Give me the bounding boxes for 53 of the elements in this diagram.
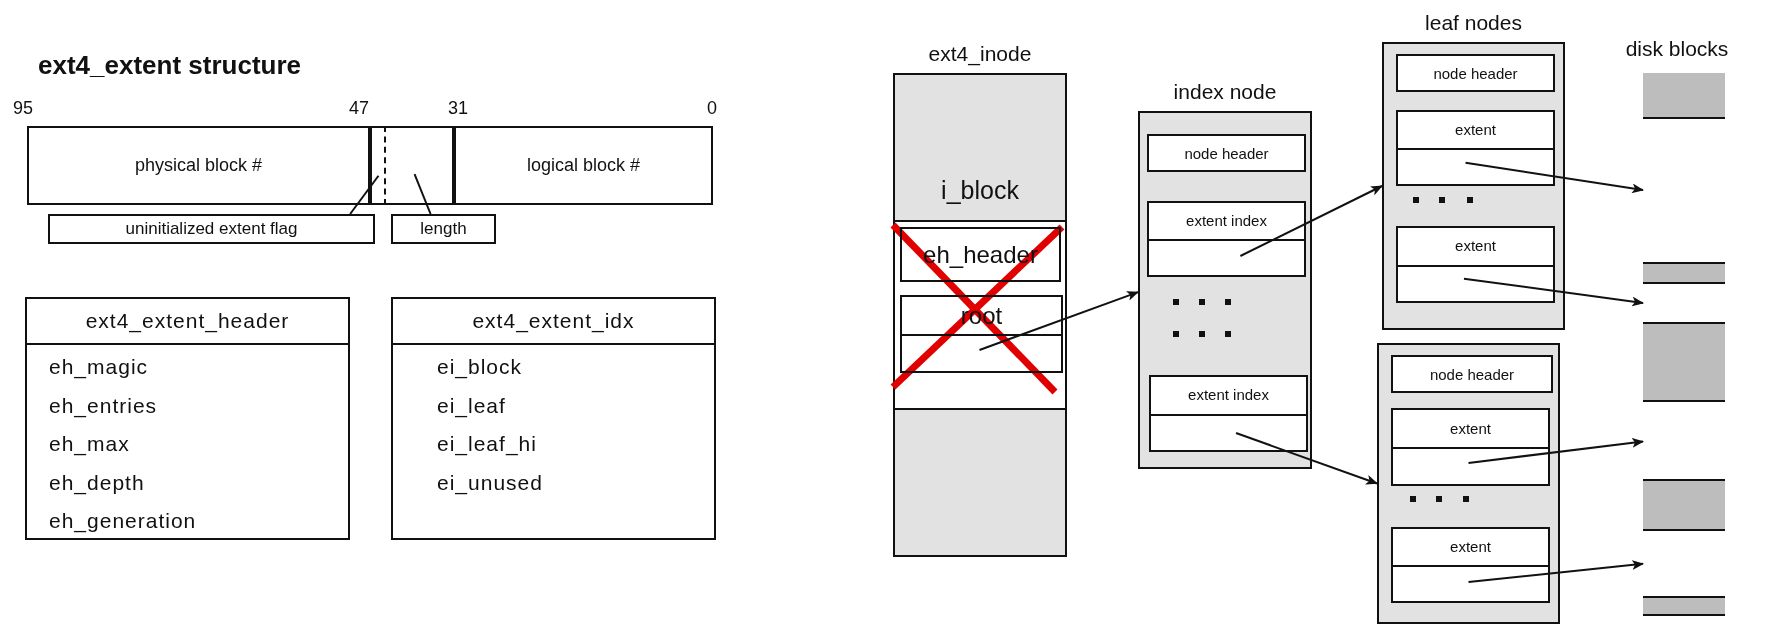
field-name: ei_block: [437, 355, 523, 379]
bit-number: 31: [448, 98, 469, 119]
arrow: [1462, 277, 1644, 307]
field-name: eh_entries: [49, 393, 158, 418]
bit-number: 95: [13, 98, 34, 119]
header-field: node header: [1396, 54, 1555, 92]
column-heading: index node: [1172, 79, 1278, 105]
leader-line: [349, 174, 380, 215]
leader-line: [413, 173, 432, 215]
disk-block: [1643, 598, 1725, 616]
struct-table: [391, 297, 716, 540]
field-name: eh_generation: [49, 509, 197, 533]
field-name: ei_unused: [437, 470, 543, 495]
table-header: ext4_extent_idx: [393, 299, 714, 345]
disk-block: [1643, 264, 1725, 284]
header-field: node header: [1147, 134, 1306, 172]
bit-field: [370, 126, 386, 205]
pointer-entry: extent index: [1149, 375, 1308, 452]
bit-field: physical block #: [27, 126, 370, 205]
column-heading: ext4_inode: [927, 41, 1033, 68]
disk-block: [1643, 73, 1725, 119]
arrow: [1467, 560, 1644, 583]
arrow: [1239, 185, 1383, 257]
field-name: ei_leaf: [437, 393, 506, 418]
column-heading: leaf nodes: [1424, 10, 1523, 36]
pointer-entry: extent: [1391, 408, 1550, 486]
pointer-entry: extent: [1391, 527, 1550, 603]
leaf-node-box: [1377, 343, 1560, 624]
disk-block: [1643, 324, 1725, 402]
header-field: node header: [1391, 355, 1553, 393]
pointer-entry: extent index: [1147, 201, 1306, 277]
field-name: eh_depth: [49, 470, 145, 495]
bit-number: 47: [349, 98, 370, 119]
field-label: i_block: [940, 174, 1020, 206]
column-heading: disk blocks: [1624, 36, 1730, 62]
arrow: [1467, 437, 1644, 464]
arrow: [978, 291, 1139, 351]
callout-box: length: [391, 214, 496, 244]
arrow: [1235, 432, 1378, 485]
pointer-entry: extent: [1396, 110, 1555, 186]
field-name: eh_magic: [49, 355, 149, 379]
struct-table: [25, 297, 350, 540]
bit-field: logical block #: [454, 126, 713, 205]
callout-box: uninitialized extent flag: [48, 214, 375, 244]
disk-block: [1643, 481, 1725, 531]
diagram-title: ext4_extent structure: [38, 50, 301, 81]
pointer-entry: extent: [1396, 226, 1555, 303]
bit-number: 0: [707, 98, 717, 119]
field-name: ei_leaf_hi: [437, 432, 537, 456]
field-name: eh_max: [49, 432, 130, 456]
bit-field: [386, 126, 454, 205]
arrow: [1464, 161, 1644, 194]
table-header: ext4_extent_header: [27, 299, 348, 345]
